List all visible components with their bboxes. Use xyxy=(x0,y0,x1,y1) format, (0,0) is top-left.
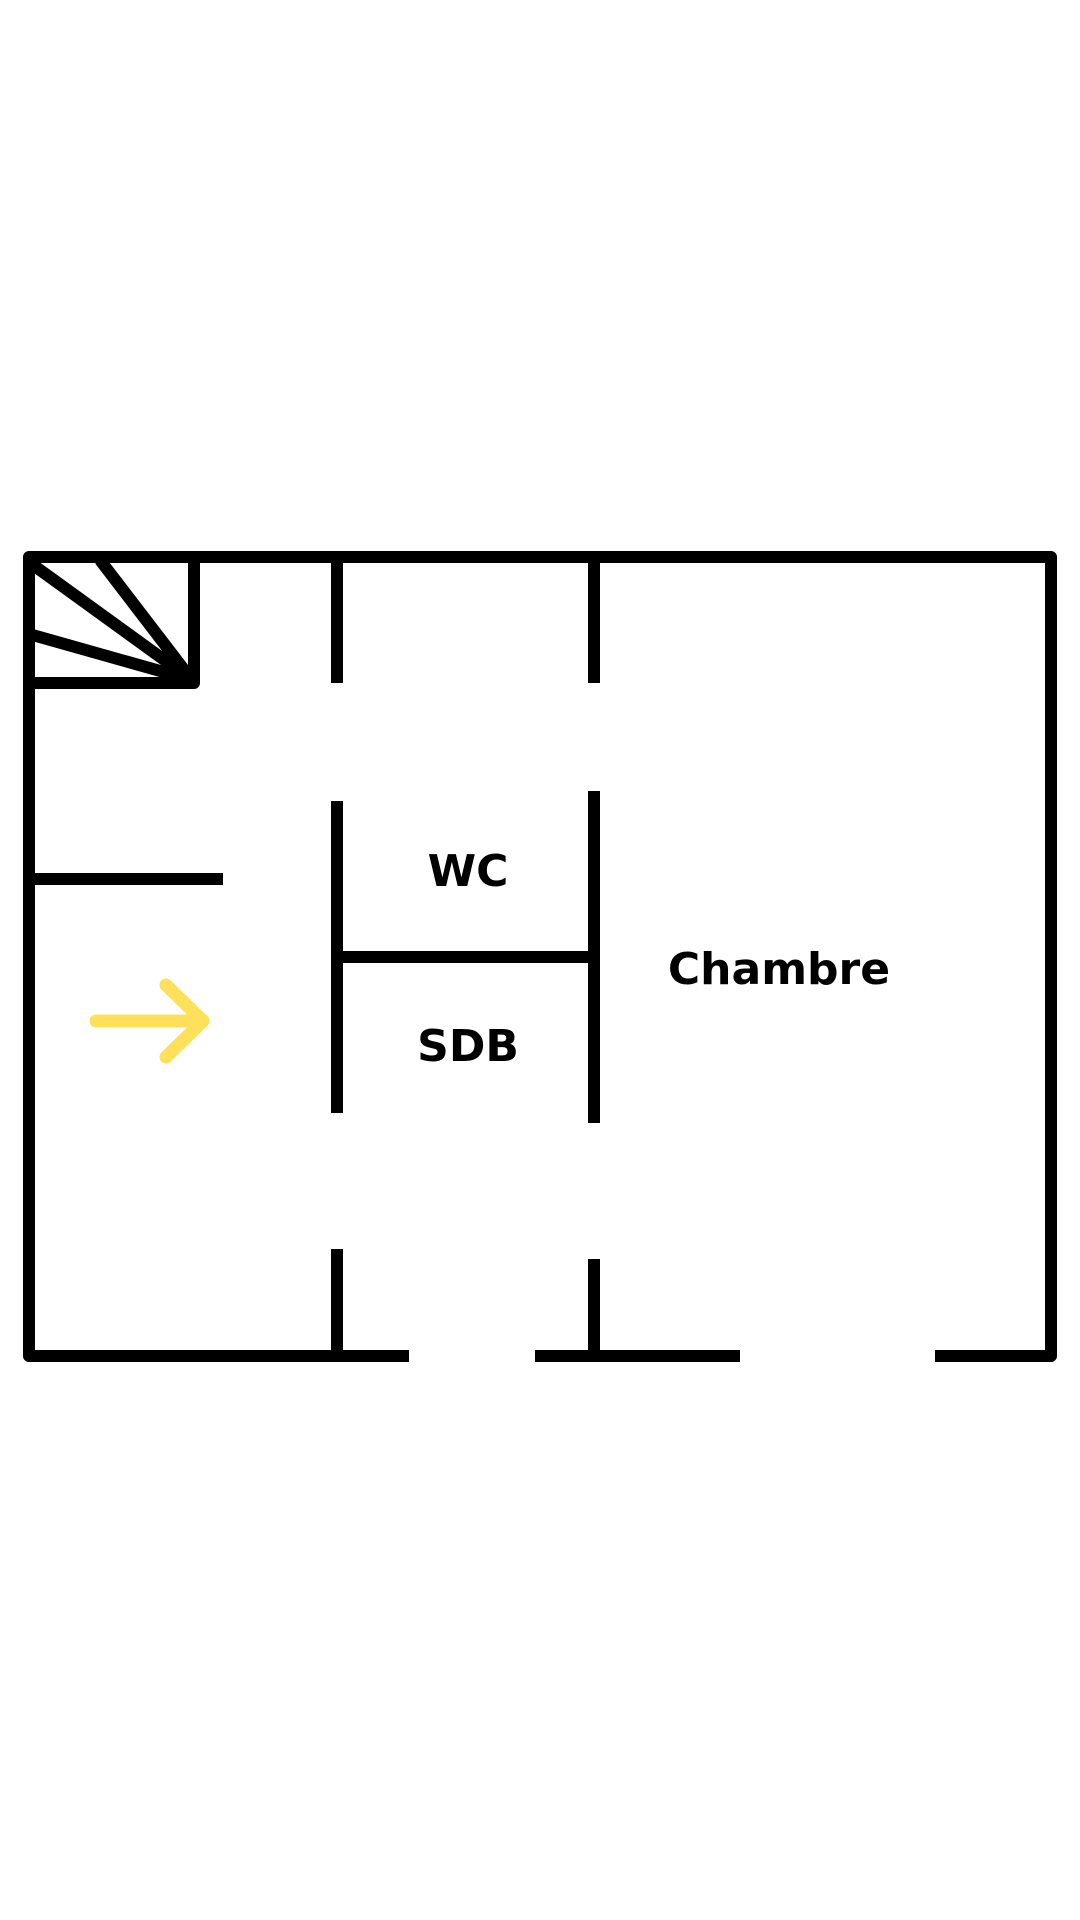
room-label-wc: WC xyxy=(428,846,509,897)
staircase xyxy=(25,556,200,689)
room-label-chambre: Chambre xyxy=(668,944,890,995)
outer-wall xyxy=(23,551,1057,1362)
room-label-sdb: SDB xyxy=(417,1021,519,1072)
entrance-arrow-icon xyxy=(89,978,210,1064)
